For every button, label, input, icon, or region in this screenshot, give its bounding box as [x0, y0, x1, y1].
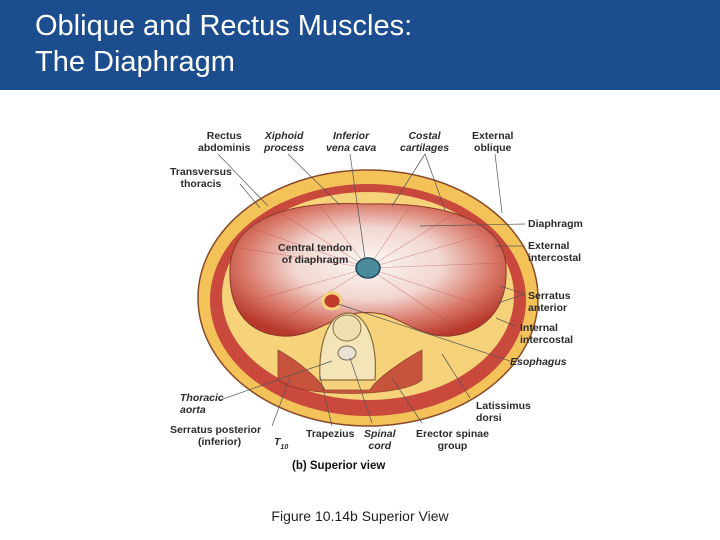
label-line: Erector spinae [416, 428, 489, 440]
label-serratus-anterior: Serratus anterior [528, 290, 571, 314]
esophagus-opening [321, 291, 343, 311]
label-trapezius: Trapezius [306, 428, 355, 440]
label-line: Latissimus [476, 400, 531, 412]
label-erector-spinae: Erector spinae group [416, 428, 489, 452]
label-xiphoid-process: Xiphoid process [264, 130, 304, 154]
label-vertebra-t10: T10 [274, 436, 289, 451]
label-line: cartilages [400, 142, 450, 154]
slide-title-line-2: The Diaphragm [35, 46, 235, 78]
vertebra-number: 10 [280, 444, 289, 451]
label-inferior-vena-cava: Inferior vena cava [326, 130, 376, 154]
figure-caption: Figure 10.14b Superior View [271, 508, 449, 524]
label-line: group [437, 440, 468, 452]
label-line: Internal [520, 322, 558, 334]
slide-title: Oblique and Rectus Muscles: The Diaphrag… [35, 8, 412, 80]
label-line: Spinal [364, 428, 396, 440]
label-spinal-cord: Spinal cord [364, 428, 396, 452]
vena-cava-opening [355, 257, 381, 279]
label-line: of diaphragm [281, 254, 349, 266]
label-external-oblique: External oblique [472, 130, 513, 154]
label-line: oblique [474, 142, 512, 154]
slide-title-line-1: Oblique and Rectus Muscles: [35, 10, 413, 42]
view-label: (b) Superior view [292, 460, 386, 472]
label-central-tendon: Central tendon of diaphragm [278, 242, 352, 266]
label-costal-cartilages: Costal cartilages [400, 130, 449, 154]
label-line: Serratus [528, 290, 571, 302]
label-line: thoracis [180, 178, 222, 190]
muscle-fibers [239, 205, 503, 331]
label-line: Central tendon [278, 242, 353, 254]
label-line: Thoracic [180, 392, 224, 404]
label-line: aorta [180, 404, 206, 416]
spinal-cord-shape [337, 345, 357, 361]
label-serratus-posterior: Serratus posterior (inferior) [170, 424, 261, 448]
vertebral-body [332, 314, 362, 342]
label-diaphragm: Diaphragm [528, 218, 583, 230]
label-line: dorsi [476, 412, 502, 424]
label-esophagus: Esophagus [510, 356, 567, 368]
label-rectus-abdominis: Rectus abdominis [198, 130, 251, 154]
label-internal-intercostal: Internal intercostal [520, 322, 573, 346]
label-line: Serratus posterior [170, 424, 262, 436]
label-latissimus-dorsi: Latissimus dorsi [476, 400, 531, 424]
leader-lines [217, 153, 526, 427]
label-line: Costal [408, 130, 441, 142]
label-line: intercostal [520, 334, 574, 346]
label-line: (inferior) [198, 436, 242, 448]
label-line: Transversus [170, 166, 232, 178]
label-line: Rectus [206, 130, 242, 142]
label-line: vena cava [326, 142, 377, 154]
label-line: intercostal [528, 252, 582, 264]
diaphragm-figure: Rectus abdominis Xiphoid process Inferio… [160, 118, 600, 480]
label-thoracic-aorta: Thoracic aorta [180, 392, 224, 416]
vertebra-letter: T [274, 436, 281, 448]
label-line: Xiphoid [264, 130, 304, 142]
label-line: cord [368, 440, 392, 452]
label-line: External [472, 130, 514, 142]
diaphragm-illustration [197, 153, 539, 427]
back-muscles [277, 349, 423, 394]
label-transversus-thoracis: Transversus thoracis [170, 166, 232, 190]
label-line: process [264, 142, 305, 154]
label-line: abdominis [198, 142, 251, 154]
label-line: Inferior [333, 130, 370, 142]
label-external-intercostal: External intercostal [528, 240, 581, 264]
label-line: anterior [528, 302, 568, 314]
label-line: External [528, 240, 570, 252]
title-bar: Oblique and Rectus Muscles: The Diaphrag… [0, 0, 720, 90]
